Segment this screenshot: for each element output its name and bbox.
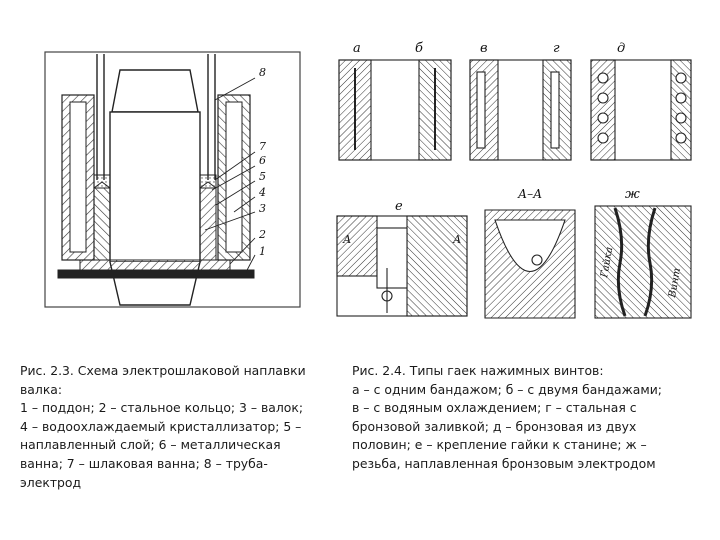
callout-6: 6	[259, 154, 266, 167]
label-screw: Винт	[667, 267, 683, 299]
roll-body	[109, 111, 201, 263]
nut-a-b	[338, 59, 452, 161]
nut-mounting-e	[336, 215, 468, 317]
callout-5: 5	[259, 170, 266, 183]
callout-2: 2	[258, 228, 266, 241]
section-a-a	[484, 209, 576, 319]
caption-left-line: валка:	[20, 381, 63, 397]
callout-4: 4	[258, 186, 266, 199]
diagram-frame	[44, 51, 301, 308]
caption-left-line: Рис. 2.3. Схема электрошлаковой наплавки	[20, 363, 306, 378]
label-e: е	[395, 199, 403, 214]
nut-types-diagram: а б в г д е А–А ж А А	[336, 41, 692, 319]
callout-7: 7	[259, 140, 266, 153]
callout-3: 3	[259, 202, 266, 215]
caption-left-line: электрод	[20, 474, 82, 490]
caption-right-line: в – с водяным охлаждением; г – стальная …	[352, 400, 637, 416]
label-section: А–А	[517, 187, 542, 201]
nut-d	[590, 59, 692, 161]
section-mark-left: А	[342, 233, 351, 246]
caption-left-line: ванна; 7 – шлаковая ванна; 8 – труба-	[20, 455, 268, 471]
callout-8: 8	[259, 66, 266, 79]
deposited-layer-right	[199, 187, 217, 261]
label-a: а	[353, 41, 361, 56]
caption-right-line: бронзовой заливкой; д – бронзовая из дву…	[352, 418, 637, 434]
electroslag-surfacing-diagram: 8 7 6 5 4 3 2 1	[44, 51, 301, 308]
label-zh: ж	[625, 187, 640, 202]
roll-top	[111, 69, 199, 113]
thread-zh	[594, 205, 692, 319]
label-d: д	[617, 41, 625, 56]
base-plate	[57, 269, 255, 279]
caption-right-line: Рис. 2.4. Типы гаек нажимных винтов:	[352, 363, 604, 378]
caption-left-line: 4 – водоохлаждаемый кристаллизатор; 5 –	[20, 418, 302, 434]
tube-electrode	[96, 54, 216, 180]
label-nut: Гайка	[599, 246, 615, 279]
callout-leaders	[204, 77, 256, 275]
caption-right: Рис. 2.4. Типы гаек нажимных винтов: а –…	[352, 362, 712, 474]
label-b: б	[415, 41, 423, 56]
label-v: в	[480, 41, 488, 56]
label-g: г	[553, 41, 560, 56]
caption-right-line: а – с одним бандажом; б – с двумя бандаж…	[352, 381, 662, 397]
callout-numbers: 8 7 6 5 4 3 2 1	[258, 66, 266, 258]
nut-v-g	[469, 59, 572, 161]
caption-right-line: половин; е – крепление гайки к станине; …	[352, 437, 647, 453]
caption-left-line: наплавленный слой; 6 – металлическая	[20, 437, 281, 453]
deposited-layer-left	[93, 187, 111, 261]
section-mark-right: А	[452, 233, 461, 246]
caption-left-line: 1 – поддон; 2 – стальное кольцо; 3 – вал…	[20, 400, 304, 416]
callout-1: 1	[259, 245, 266, 258]
caption-right-line: резьба, наплавленная бронзовым электродо…	[352, 455, 656, 471]
steel-ring	[79, 259, 231, 271]
caption-left: Рис. 2.3. Схема электрошлаковой наплавки…	[20, 362, 320, 492]
